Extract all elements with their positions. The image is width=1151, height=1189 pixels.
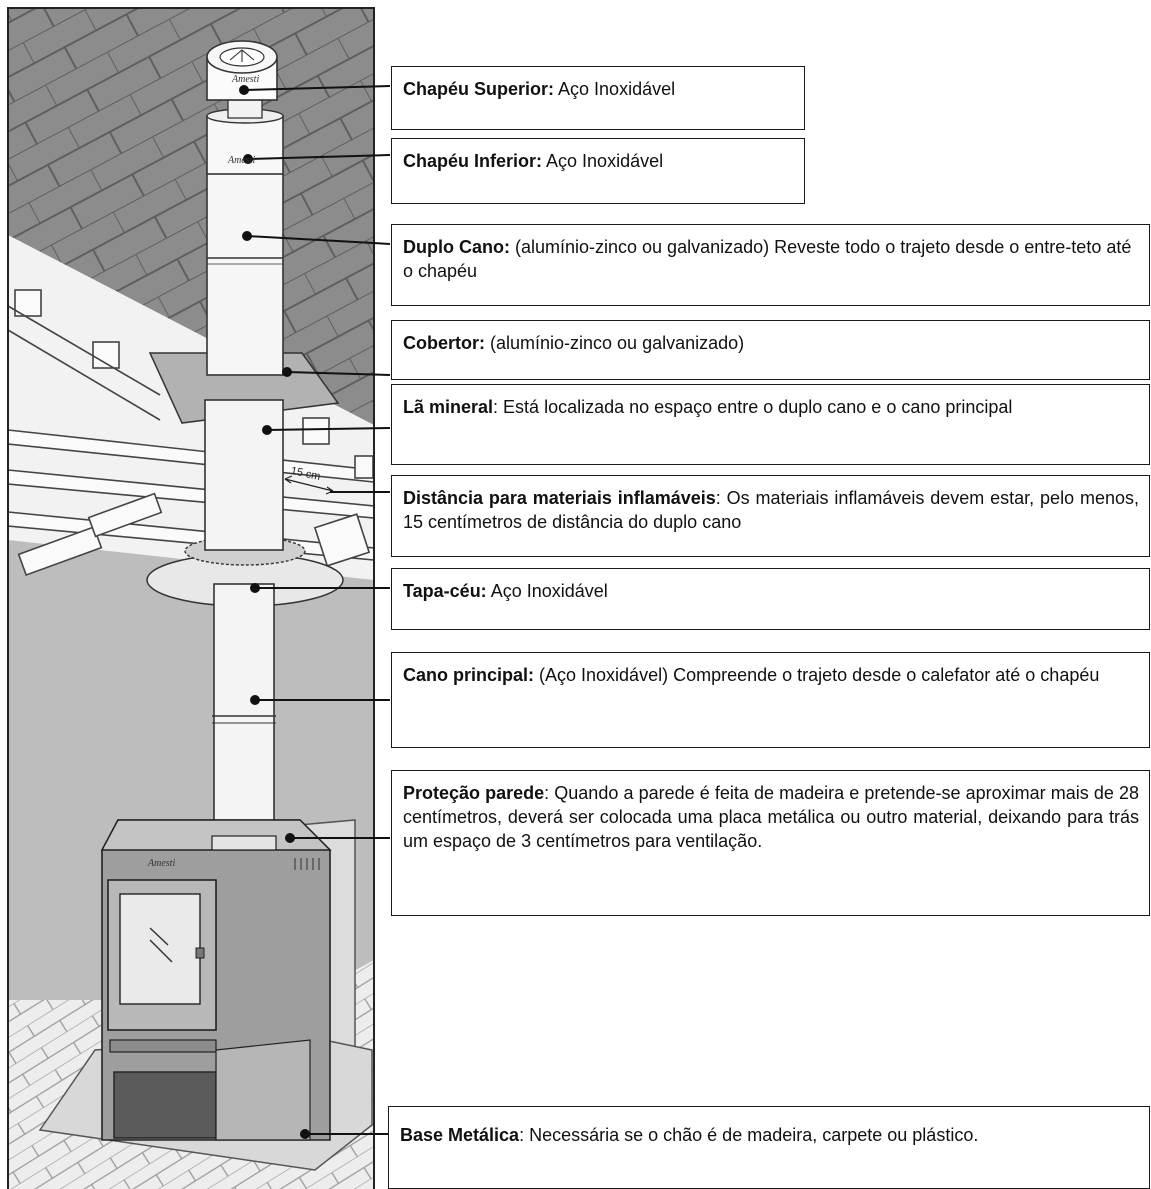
callout-tapa-ceu: Tapa-céu: Aço Inoxidável bbox=[391, 568, 1150, 630]
callout-text: : Quando a parede é feita de madeira e p… bbox=[403, 783, 1139, 851]
callout-duplo-cano: Duplo Cano: (alumínio-zinco ou galvaniza… bbox=[391, 224, 1150, 306]
stove-ash-compartment bbox=[113, 1071, 217, 1139]
callout-text: Aço Inoxidável bbox=[542, 151, 664, 171]
callout-title: Chapéu Superior: bbox=[403, 79, 555, 99]
callout-text: (Aço Inoxidável) Compreende o trajeto de… bbox=[534, 665, 1100, 685]
callout-text: Aço Inoxidável bbox=[486, 581, 608, 601]
callout-chapeu-inferior: Chapéu Inferior: Aço Inoxidável bbox=[391, 138, 805, 204]
callout-title: Duplo Cano: bbox=[403, 237, 510, 257]
callout-protecao-parede: Proteção parede: Quando a parede é feita… bbox=[391, 770, 1150, 916]
callout-cano-principal: Cano principal: (Aço Inoxidável) Compree… bbox=[391, 652, 1150, 748]
callout-cobertor: Cobertor: (alumínio-zinco ou galvanizado… bbox=[391, 320, 1150, 380]
brand-mark-stove: Amesti bbox=[147, 858, 175, 869]
wood-stove bbox=[100, 819, 332, 1141]
callout-title: Lã mineral bbox=[403, 397, 494, 417]
double-pipe-upper bbox=[206, 164, 284, 376]
callout-text: : Necessária se o chão é de madeira, car… bbox=[519, 1125, 979, 1145]
callout-chapeu-superior: Chapéu Superior: Aço Inoxidável bbox=[391, 66, 805, 130]
callout-text: Aço Inoxidável bbox=[554, 79, 676, 99]
brand-mark-lower-hat: Amesti bbox=[227, 155, 255, 166]
callout-la-mineral: Lã mineral: Está localizada no espaço en… bbox=[391, 384, 1150, 465]
callout-title: Proteção parede bbox=[403, 783, 545, 803]
callout-text: : Está localizada no espaço entre o dupl… bbox=[493, 397, 1013, 417]
callout-base-metalica: Base Metálica: Necessária se o chão é de… bbox=[388, 1106, 1150, 1189]
clearance-dimension-line bbox=[284, 478, 334, 492]
callout-title: Cobertor: bbox=[403, 333, 485, 353]
callout-title: Distância para materiais inflamáveis bbox=[403, 488, 716, 508]
callout-title: Chapéu Inferior: bbox=[403, 151, 543, 171]
double-pipe-lower bbox=[204, 399, 284, 551]
callout-text: (alumínio-zinco ou galvanizado) bbox=[485, 333, 745, 353]
leader-lines bbox=[239, 85, 391, 1139]
brand-mark-upper-hat: Amesti bbox=[231, 74, 259, 85]
main-pipe bbox=[213, 583, 275, 855]
callout-title: Base Metálica bbox=[400, 1125, 520, 1145]
callout-distancia-inflamaveis: Distância para materiais inflamáveis: Os… bbox=[391, 475, 1150, 557]
callout-text: (alumínio-zinco ou galvanizado) Reveste … bbox=[403, 237, 1132, 281]
callout-title: Cano principal: bbox=[403, 665, 535, 685]
callout-text: : Os materiais inflamáveis devem estar, … bbox=[403, 488, 1139, 532]
callout-title: Tapa-céu: bbox=[403, 581, 487, 601]
